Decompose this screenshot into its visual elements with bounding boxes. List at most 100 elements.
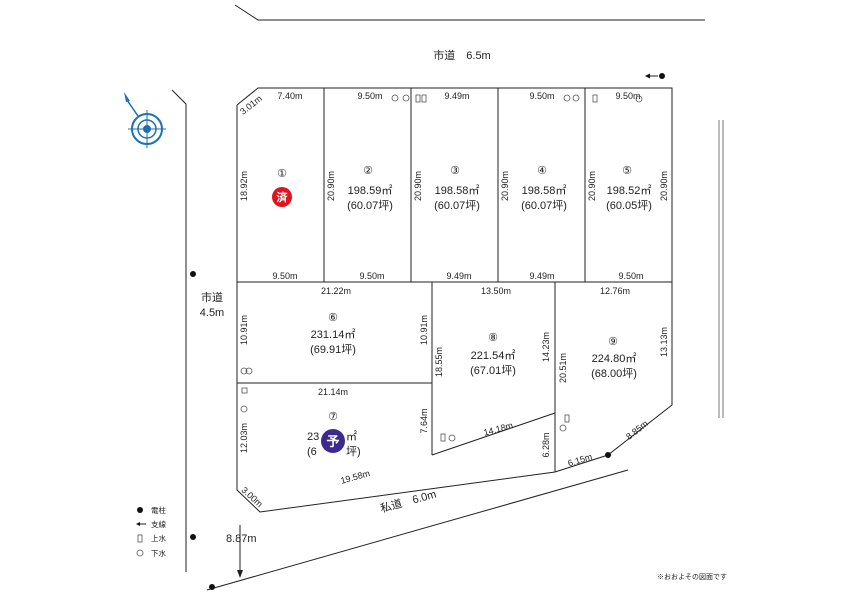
lot-tsubo-tail: 坪) (346, 445, 361, 458)
dim-r1-bottom-3: 9.49m (446, 271, 471, 281)
dim-top-3: 9.49m (444, 91, 469, 101)
lot-number: ⑥ (328, 312, 338, 324)
dim-lot9-left-lower: 6.28m (541, 432, 551, 457)
dim-r1-bottom-5: 9.50m (618, 271, 643, 281)
legend-stay-arrow-icon (136, 522, 140, 526)
stay-arrow-icon (645, 73, 650, 79)
lot-area: 198.59㎡ (348, 184, 393, 197)
lot-9[interactable]: ⑨ 224.80㎡ (68.00坪) (591, 336, 637, 380)
sold-badge-icon (272, 187, 292, 207)
sewer-icon (448, 434, 456, 442)
lot-number: ⑧ (488, 332, 498, 344)
lot-boundaries (236, 87, 673, 513)
dim-r1-v-4: 20.90m (500, 171, 510, 201)
dim-lot9-right: 13.13m (659, 327, 669, 357)
lot-3[interactable]: ③ 198.58㎡ (60.07坪) (434, 165, 480, 212)
sold-badge-label: 済 (277, 190, 289, 204)
water-icon (421, 94, 427, 103)
lot-area: 231.14㎡ (311, 328, 356, 341)
dim-lot6-top: 21.22m (321, 286, 351, 296)
west-road-width: 4.5m (200, 307, 224, 319)
lot-tsubo: (60.05坪) (606, 199, 652, 212)
dim-r1-v-5: 20.90m (587, 171, 597, 201)
dim-lot9-top: 12.76m (600, 286, 630, 296)
compass-icon (124, 92, 166, 148)
dim-r1-bottom-2: 9.50m (359, 271, 384, 281)
sewer-icon (402, 94, 410, 102)
water-icon (440, 433, 446, 442)
offset-arrow-icon (237, 570, 243, 578)
dim-r1-bottom-4: 9.49m (529, 271, 554, 281)
lot-8[interactable]: ⑧ 221.54㎡ (67.01坪) (470, 332, 516, 377)
sewer-icon (240, 367, 248, 375)
sewer-icon (563, 94, 571, 102)
dim-lot9-diag: 8.85m (624, 418, 650, 441)
lot-4[interactable]: ④ 198.58㎡ (60.07坪) (521, 165, 567, 212)
lot-number: ⑦ (328, 411, 338, 423)
lot8-bottom-edge (431, 412, 556, 456)
dim-lot9-bottom: 6.15m (567, 452, 594, 469)
legend: 電柱 支線 上水 下水 (136, 505, 166, 558)
dim-r1-v-3: 20.90m (413, 171, 423, 201)
lot-number: ④ (537, 165, 547, 177)
sewer-icon (240, 405, 248, 413)
south-road-edge (206, 469, 629, 591)
reserved-badge-icon (321, 429, 345, 453)
north-road-label: 市道 6.5m (433, 48, 490, 62)
lot-number: ① (277, 168, 287, 180)
sewer-icon (245, 367, 253, 375)
dim-corner: 3.01m (238, 93, 264, 116)
legend-pole-icon (137, 507, 143, 513)
dim-lot7-bottom: 19.58m (339, 468, 371, 486)
lot-tsubo-visible: (6 (307, 446, 317, 458)
dim-top-4: 9.50m (529, 91, 554, 101)
site-outline (236, 87, 673, 513)
dim-lot6-right: 10.91m (419, 315, 429, 345)
water-icon (592, 94, 598, 103)
lot-1[interactable]: ① 済 (272, 168, 292, 207)
utility-pole-icon (605, 452, 611, 458)
lot-2[interactable]: ② 198.59㎡ (60.07坪) (347, 165, 393, 212)
lot-area: 198.52㎡ (607, 184, 652, 197)
lot-6[interactable]: ⑥ 231.14㎡ (69.91坪) (310, 312, 356, 356)
sewer-icon (572, 94, 580, 102)
legend-water-icon (137, 534, 143, 543)
lot-7[interactable]: ⑦ 23 ㎡ (6 坪) 予 (307, 411, 361, 458)
lot-area-tail: ㎡ (346, 430, 357, 443)
water-icon (564, 414, 570, 423)
west-road-name: 市道 (201, 290, 223, 304)
lot-area: 221.54㎡ (471, 349, 516, 362)
dim-top-2: 9.50m (357, 91, 382, 101)
water-icon (415, 94, 421, 103)
lot-area: 198.58㎡ (522, 184, 567, 197)
south-road-label: 私道 6.0m (379, 487, 438, 516)
sewer-icon (391, 94, 399, 102)
dim-lot8-left: 18.55m (434, 347, 444, 377)
reserved-badge-label: 予 (326, 434, 339, 449)
dim-lot6-left: 10.91m (239, 315, 249, 345)
dim-lot9-left: 20.51m (558, 353, 568, 383)
water-icon (241, 387, 248, 394)
south-offset-label: 8.87m (226, 533, 257, 545)
roads (171, 4, 724, 591)
legend-water-label: 上水 (151, 533, 166, 543)
utility-pole-icon (209, 584, 215, 590)
dim-top-5: 9.50m (615, 91, 640, 101)
dim-lot8-top: 13.50m (481, 286, 511, 296)
dim-r1-bottom-1: 9.50m (272, 271, 297, 281)
sewer-icon (635, 95, 643, 103)
dim-r1-v-6: 20.90m (659, 171, 669, 201)
lot-area: 198.58㎡ (435, 184, 480, 197)
lot-tsubo: (68.00坪) (591, 367, 637, 380)
disclaimer-note: ※おおよその図面です (657, 573, 727, 581)
legend-sewer-icon (136, 549, 144, 557)
legend-sewer-label: 下水 (151, 548, 166, 558)
dim-r1-v-2: 20.90m (326, 171, 336, 201)
lot-number: ⑨ (608, 336, 618, 348)
lot-5[interactable]: ⑤ 198.52㎡ (60.05坪) (606, 165, 652, 212)
lot-tsubo: (60.07坪) (434, 199, 480, 212)
lot-tsubo: (60.07坪) (347, 199, 393, 212)
utility-markers (240, 94, 643, 442)
lot-tsubo: (67.01坪) (470, 364, 516, 377)
